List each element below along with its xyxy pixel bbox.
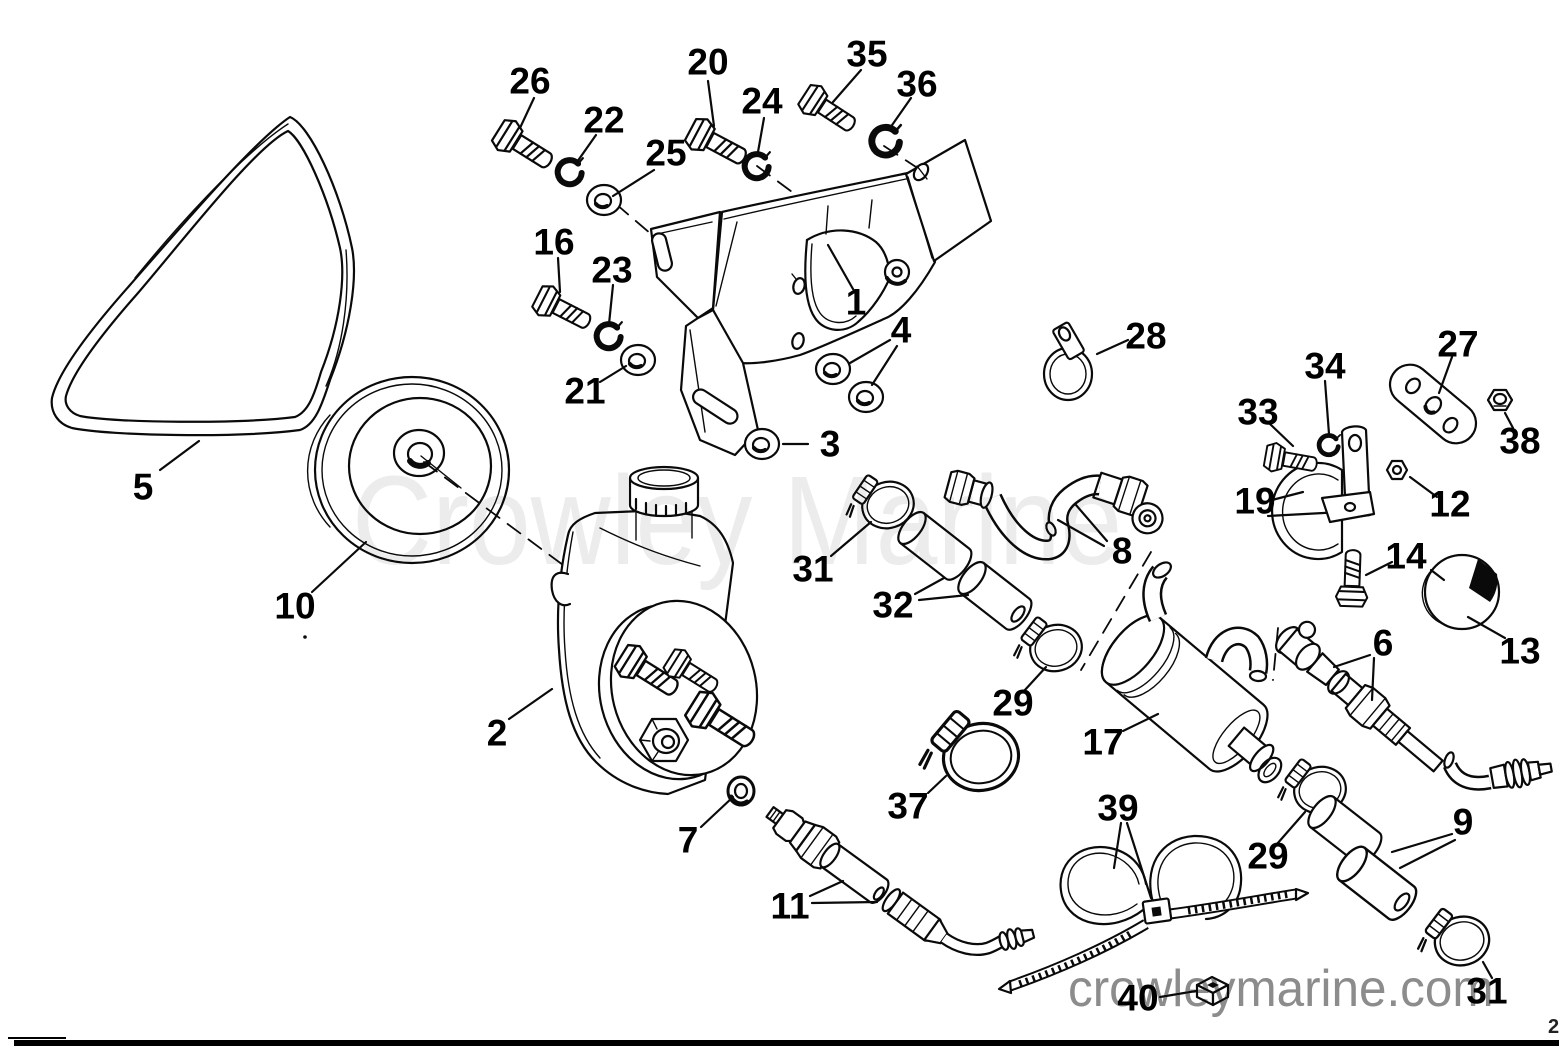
watermark-center: Crowley Marine — [352, 450, 1123, 591]
callout-part-12: 12 — [1429, 483, 1471, 525]
callout-part-20: 20 — [687, 41, 729, 83]
hose-end-fitting-drawing — [1443, 751, 1553, 791]
callout-part-13: 13 — [1499, 630, 1541, 672]
callout-part-1: 1 — [845, 281, 867, 323]
callout-part-17: 17 — [1082, 721, 1124, 763]
callout-part-6: 6 — [1372, 622, 1394, 664]
callout-part-34: 34 — [1304, 345, 1346, 387]
clipped-edge-fragment: 2 — [1548, 1016, 1559, 1038]
callout-part-26: 26 — [509, 60, 551, 102]
callout-part-23: 23 — [591, 249, 633, 291]
callout-part-32: 32 — [872, 584, 914, 626]
hose-8-drawing — [943, 469, 1164, 671]
callout-part-29b: 29 — [1247, 835, 1289, 877]
bracket-19-drawing — [1262, 425, 1409, 608]
fitting-6-drawing — [1275, 620, 1444, 773]
callout-part-38: 38 — [1499, 420, 1541, 462]
callout-part-8: 8 — [1111, 530, 1133, 572]
leader-lines — [158, 68, 1515, 999]
callout-part-19: 19 — [1234, 480, 1276, 522]
watermark-bottom: crowleymarine.com — [1068, 960, 1494, 1018]
o-ring-drawing — [726, 775, 756, 807]
callout-part-40: 40 — [1117, 977, 1159, 1019]
callout-part-24: 24 — [741, 80, 783, 122]
callout-part-29: 29 — [992, 682, 1034, 724]
v-belt-drawing — [50, 115, 356, 437]
callout-part-39: 39 — [1097, 787, 1139, 829]
callout-part-5: 5 — [132, 466, 154, 508]
nut-38-drawing — [1486, 388, 1514, 412]
callout-part-31: 31 — [792, 548, 834, 590]
bottom-rule — [14, 1040, 1559, 1046]
callout-part-4: 4 — [890, 309, 912, 351]
callout-part-25: 25 — [645, 132, 687, 174]
callout-part-9: 9 — [1452, 801, 1474, 843]
hose-stubs-9-drawing — [1302, 790, 1423, 926]
callout-part-3: 3 — [819, 423, 841, 465]
plate-27-drawing — [1388, 363, 1478, 445]
cooler-17-drawing — [1100, 561, 1283, 784]
bracket-assembly-drawing — [423, 80, 993, 566]
fitting-11-drawing — [765, 806, 1036, 957]
callout-part-36: 36 — [896, 63, 938, 105]
callout-part-10: 10 — [274, 585, 316, 627]
callout-part-22: 22 — [583, 99, 625, 141]
shell-13-drawing — [1421, 553, 1501, 631]
callout-part-21: 21 — [564, 370, 606, 412]
callout-part-11: 11 — [770, 885, 810, 927]
callout-part-31b: 31 — [1466, 970, 1508, 1012]
callout-part-27: 27 — [1437, 323, 1479, 365]
callout-part-37: 37 — [887, 785, 929, 827]
callout-part-33: 33 — [1237, 391, 1279, 433]
callout-part-35: 35 — [846, 33, 888, 75]
clamp-28-drawing — [1042, 321, 1094, 402]
callout-part-14: 14 — [1385, 535, 1427, 577]
cable-ties-39-drawing — [997, 834, 1310, 995]
nut-40-drawing — [1195, 975, 1230, 1007]
bottom-rule-tick — [8, 1037, 66, 1039]
pulley-drawing — [303, 375, 511, 639]
callout-part-16: 16 — [533, 221, 575, 263]
callout-part-2: 2 — [486, 712, 508, 754]
hose-stubs-32-drawing — [892, 506, 1038, 636]
callout-part-7: 7 — [677, 819, 699, 861]
callout-part-28: 28 — [1125, 315, 1167, 357]
pump-drawing — [550, 465, 764, 796]
